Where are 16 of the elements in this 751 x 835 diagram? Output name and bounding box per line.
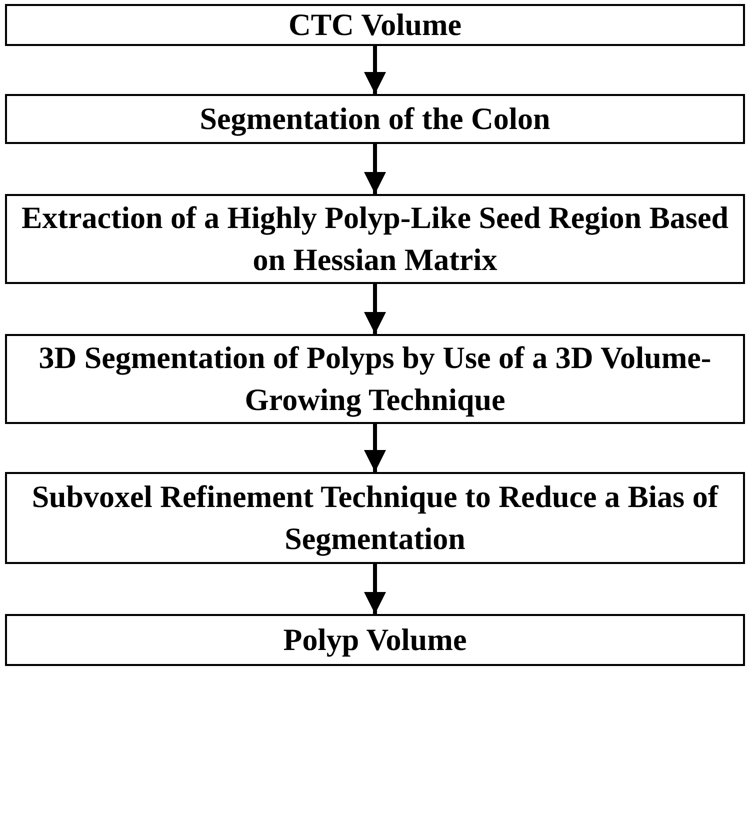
process-box — [5, 334, 745, 424]
step-label: Segmentation of the Colon — [198, 100, 552, 138]
step-label: Subvoxel Refinement Technique to Reduce a Bias of Segmentation — [30, 478, 720, 558]
process-box — [5, 94, 745, 144]
step-label: Extraction of a Highly Polyp-Like Seed Region Based on Hessian Matrix — [20, 199, 730, 279]
arrow — [364, 144, 386, 194]
step-label: 3D Segmentation of Polyps by Use of a 3D Volume-Growing Technique — [38, 339, 712, 419]
arrow — [364, 46, 386, 94]
process-box — [5, 614, 745, 666]
step-label: Polyp Volume — [282, 621, 468, 660]
process-box — [5, 4, 745, 46]
step-label: CTC Volume — [287, 6, 463, 44]
arrow — [364, 424, 386, 472]
arrow — [364, 564, 386, 614]
process-box — [5, 472, 745, 564]
arrow — [364, 284, 386, 334]
